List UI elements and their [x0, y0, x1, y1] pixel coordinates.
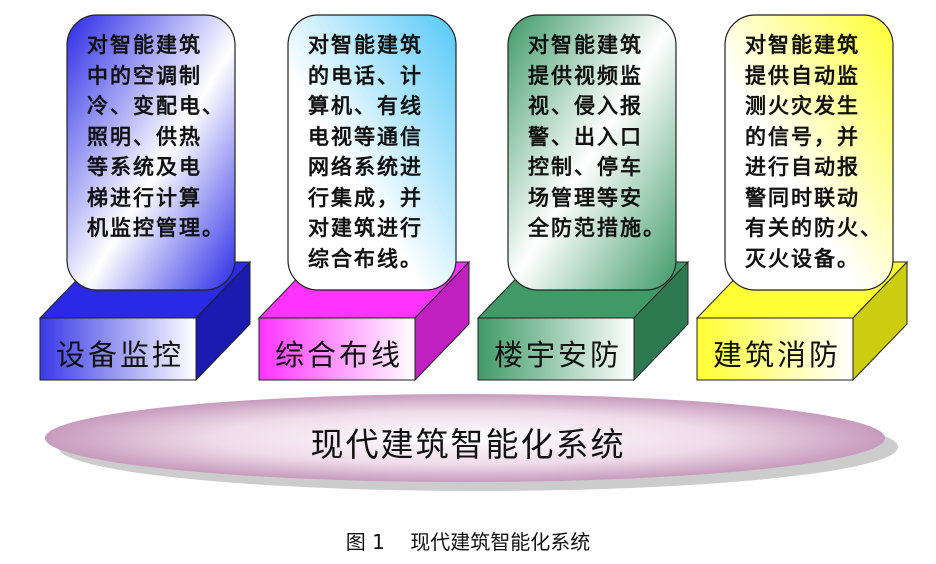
pillar-label: 楼宇安防: [494, 338, 623, 372]
figure-caption: 图 1 现代建筑智能化系统: [0, 526, 936, 555]
description-line: 梯进行计算: [87, 184, 202, 210]
description-line: 警、出入口: [528, 123, 643, 149]
pillar-base-front: [477, 317, 635, 381]
pillar-label: 设备监控: [56, 338, 185, 372]
description-line: 中的空调制: [87, 62, 202, 88]
description-line: 电视等通信: [308, 123, 423, 149]
description-line: 的电话、计: [308, 62, 423, 88]
description-bubble: [287, 14, 457, 291]
description-line: 提供视频监: [528, 62, 643, 88]
description-line: 测火灾发生: [745, 93, 860, 118]
description-line: 算机、有线: [308, 93, 423, 118]
description-bubble: [724, 14, 894, 291]
core-system-title: 现代建筑智能化系统: [310, 425, 626, 464]
description-line: 行集成，并: [308, 184, 423, 210]
description-line: 全防范措施。: [528, 215, 666, 240]
description-line: 提供自动监: [745, 62, 860, 88]
description-line: 的信号，并: [745, 123, 860, 149]
description-line: 网络系统进: [308, 154, 423, 179]
pillar-base-front: [39, 317, 197, 381]
description-line: 控制、停车: [528, 154, 643, 179]
description-bubble: [66, 14, 236, 291]
description-line: 对智能建筑: [528, 32, 643, 57]
description-line: 对建筑进行: [308, 215, 423, 240]
description-line: 等系统及电: [87, 154, 202, 179]
description-line: 对智能建筑: [745, 32, 860, 57]
description-line: 综合布线。: [308, 245, 423, 271]
description-line: 有关的防火、: [745, 215, 883, 240]
pillar-description: 对智能建筑中的空调制冷、变配电、照明、供热等系统及电梯进行计算机监控管理。: [87, 30, 225, 244]
pillar-base-front: [258, 317, 416, 381]
description-line: 机监控管理。: [87, 215, 225, 240]
core-ellipse: [45, 394, 885, 482]
pillar-label: 综合布线: [275, 338, 404, 372]
description-line: 场管理等安: [528, 184, 643, 210]
pillar-description: 对智能建筑提供自动监测火灾发生的信号，并进行自动报警同时联动有关的防火、灭火设备…: [745, 30, 883, 274]
pillar-description: 对智能建筑提供视频监视、侵入报警、出入口控制、停车场管理等安全防范措施。: [528, 30, 666, 244]
description-bubble: [507, 14, 677, 291]
description-line: 进行自动报: [745, 154, 860, 179]
description-line: 视、侵入报: [528, 93, 643, 118]
description-line: 照明、供热: [87, 123, 202, 149]
description-line: 对智能建筑: [308, 32, 423, 57]
figure-caption-text: 现代建筑智能化系统: [410, 530, 591, 554]
description-line: 对智能建筑: [87, 32, 202, 57]
description-line: 灭火设备。: [745, 245, 860, 271]
description-line: 冷、变配电、: [87, 93, 225, 118]
figure-number: 图 1: [345, 530, 385, 554]
pillar-base-front: [696, 317, 854, 381]
pillar-label: 建筑消防: [713, 338, 842, 372]
pillar-description: 对智能建筑的电话、计算机、有线电视等通信网络系统进行集成，并对建筑进行综合布线。: [308, 30, 423, 274]
description-line: 警同时联动: [745, 184, 860, 210]
